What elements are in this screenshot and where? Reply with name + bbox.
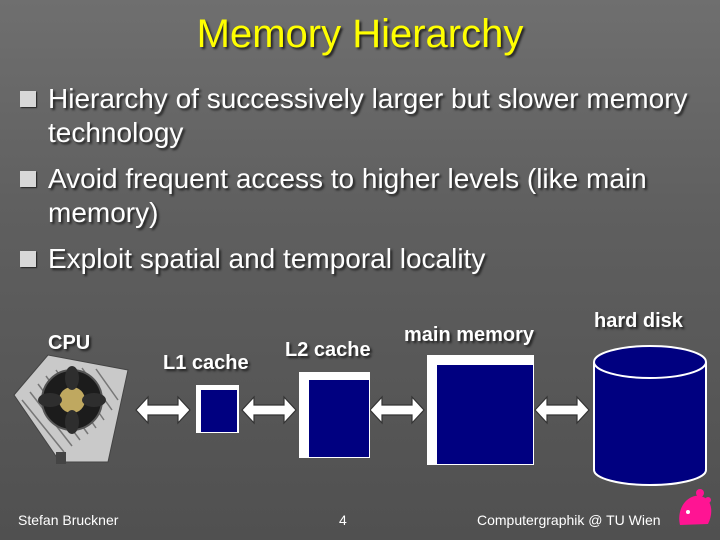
double-arrow-icon xyxy=(135,395,191,425)
bullet-item: Hierarchy of successively larger but slo… xyxy=(20,82,700,150)
l2-cache-label: L2 cache xyxy=(285,339,371,361)
footer-institution: Computergraphik @ TU Wien xyxy=(477,512,661,528)
bullet-text: Avoid frequent access to higher levels (… xyxy=(48,163,647,228)
footer-author: Stefan Bruckner xyxy=(18,512,119,528)
square-bullet-icon xyxy=(20,251,36,267)
bullet-item: Exploit spatial and temporal locality xyxy=(20,242,700,276)
main-memory-label: main memory xyxy=(404,324,535,346)
bullet-text: Hierarchy of successively larger but slo… xyxy=(48,83,688,148)
cpu-label: CPU xyxy=(48,332,91,354)
l2-cache-box xyxy=(299,372,370,458)
slide-title: Memory Hierarchy xyxy=(196,12,524,56)
double-arrow-icon xyxy=(241,395,297,425)
l1-cache-box xyxy=(196,385,239,433)
cpu-cooler-icon xyxy=(13,354,129,464)
bullet-text: Exploit spatial and temporal locality xyxy=(48,243,486,274)
hard-disk-cylinder-icon xyxy=(593,345,707,486)
hard-disk-label: hard disk xyxy=(594,310,683,332)
main-memory-box xyxy=(427,355,534,465)
bullet-list: Hierarchy of successively larger but slo… xyxy=(20,82,700,288)
l1-cache-label: L1 cache xyxy=(163,352,249,374)
square-bullet-icon xyxy=(20,91,36,107)
square-bullet-icon xyxy=(20,171,36,187)
double-arrow-icon xyxy=(369,395,425,425)
bullet-item: Avoid frequent access to higher levels (… xyxy=(20,162,700,230)
institute-logo-icon xyxy=(679,489,712,525)
double-arrow-icon xyxy=(534,395,590,425)
footer-page-number: 4 xyxy=(339,512,347,528)
